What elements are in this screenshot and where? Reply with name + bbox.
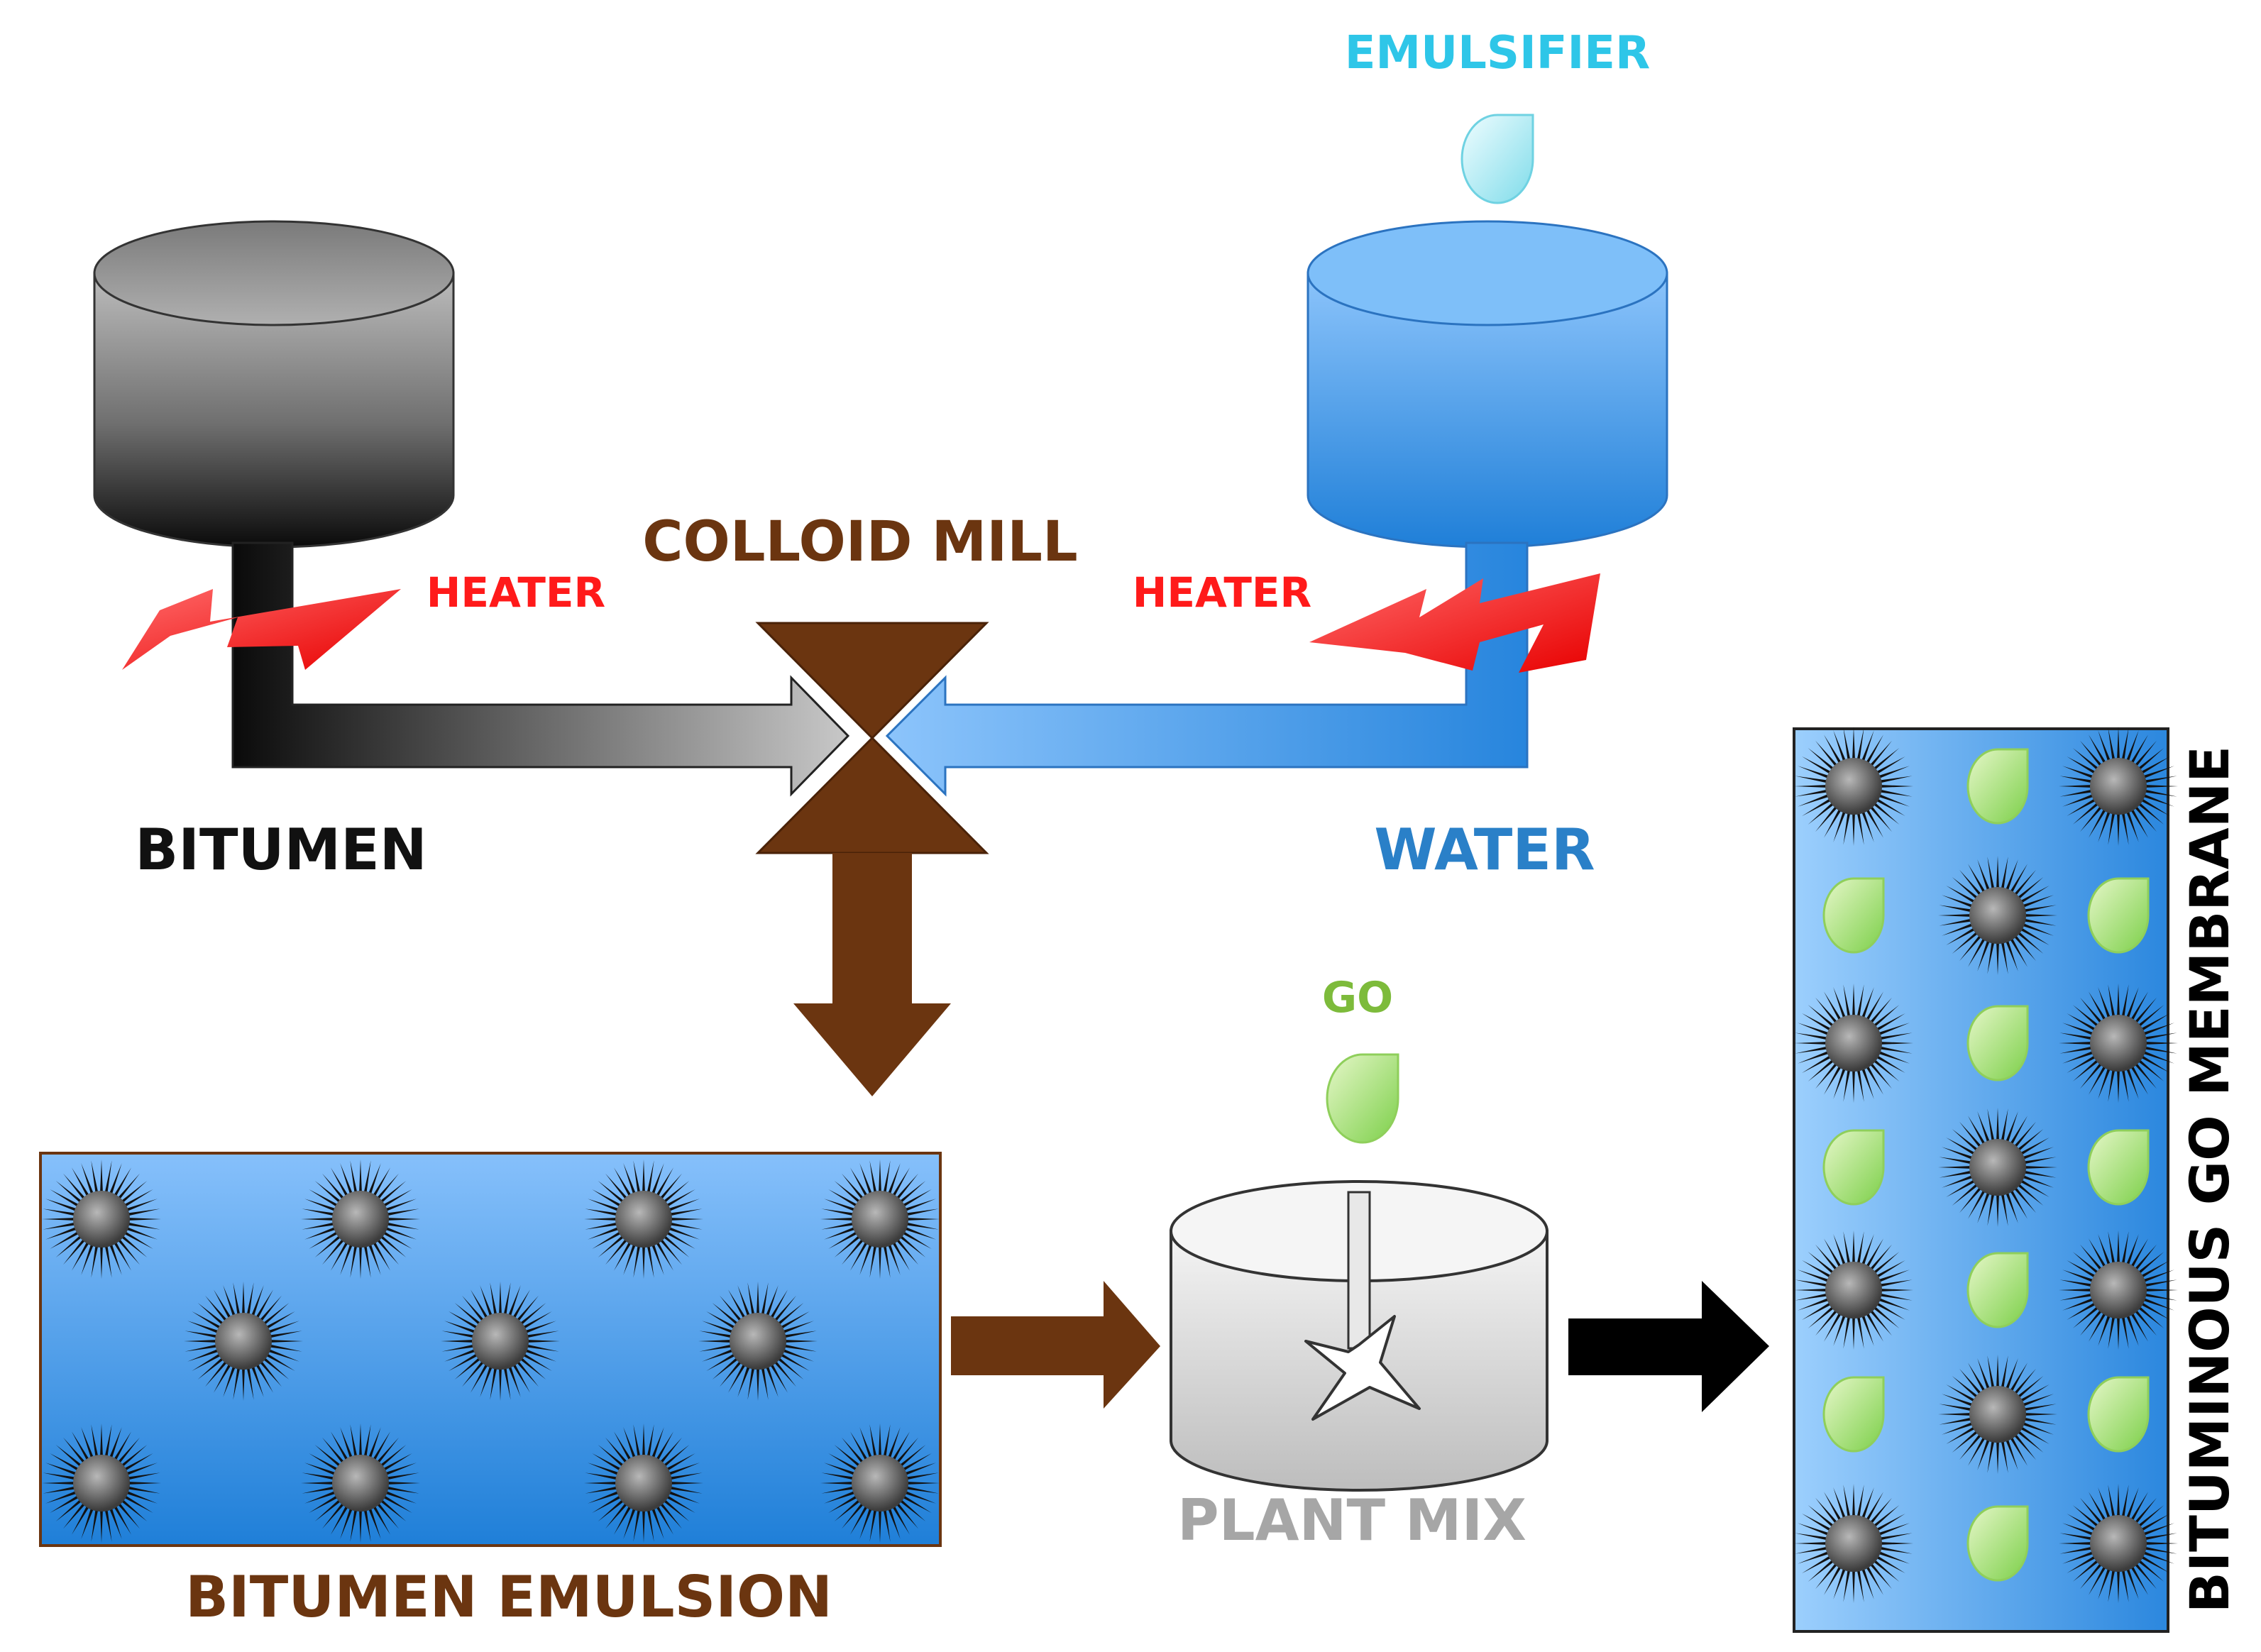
bituminous-go-membrane-box (1793, 727, 2178, 1633)
arrow-to-membrane (1568, 1281, 1769, 1412)
go-drop-icon (2087, 1376, 2150, 1453)
go-drop-icon (1822, 877, 1885, 954)
bitumen-emulsion-box (39, 1152, 942, 1547)
go-drop-icon (1966, 748, 2029, 825)
colloid-mill-label: COLLOID MILL (642, 510, 1077, 574)
go-drop-icon (1966, 1005, 2029, 1081)
mixer-tank-icon (1170, 1180, 1548, 1492)
go-drop-icon (1966, 1252, 2029, 1328)
plant-mix-label: PLANT MIX (1177, 1487, 1526, 1553)
heater-bolt-icon (1309, 573, 1600, 673)
go-drop-icon (1822, 1129, 1885, 1206)
water-pipe (885, 541, 1529, 797)
emulsifier-drop-icon (1460, 114, 1534, 204)
go-drop-icon (1966, 1505, 2029, 1582)
arrow-to-plant-mix (951, 1281, 1160, 1409)
bituminous-go-membrane-label: BITUMINOUS GO MEMBRANE (2178, 746, 2241, 1613)
heater-bolt-icon (122, 589, 401, 670)
go-drop-icon (2087, 1129, 2150, 1206)
emulsifier-label: EMULSIFIER (1345, 27, 1651, 79)
go-drop-icon (1822, 1376, 1885, 1453)
heater-label-right: HEATER (1133, 568, 1311, 617)
colloid-mill-valve-icon (755, 622, 989, 1096)
water-tank-icon (1306, 220, 1668, 549)
heater-label-left: HEATER (427, 568, 605, 617)
water-label: WATER (1374, 817, 1595, 883)
bitumen-label: BITUMEN (135, 817, 427, 883)
go-drop-icon (1326, 1053, 1399, 1144)
go-label: GO (1322, 973, 1393, 1023)
bitumen-tank-icon (93, 220, 455, 549)
go-drop-icon (2087, 877, 2150, 954)
bitumen-emulsion-label: BITUMEN EMULSION (185, 1564, 832, 1630)
